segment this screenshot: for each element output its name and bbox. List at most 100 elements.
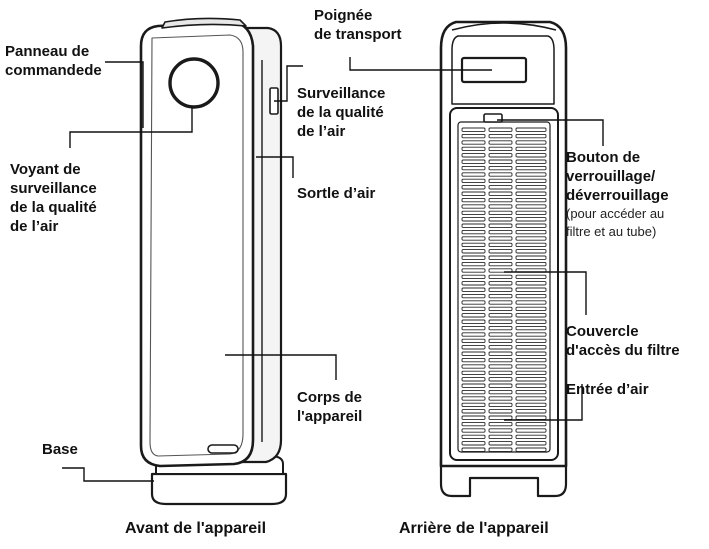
grille-slot [461, 236, 486, 241]
grille-slot [461, 306, 486, 312]
leader-base [62, 467, 154, 482]
grille-slot [515, 345, 547, 350]
grille-slot [488, 185, 513, 190]
grille-slot [488, 370, 513, 376]
grille-slot [461, 332, 486, 337]
grille-slot [515, 325, 547, 331]
grille-slot [515, 428, 547, 433]
grille-slot [515, 178, 547, 184]
grille-slot [488, 191, 513, 196]
grille-slot [461, 261, 486, 267]
grille-slot [488, 441, 513, 446]
leader-aq-indicator [69, 107, 193, 148]
label-control-panel: Panneau de commandede [5, 43, 102, 79]
grille-slot [488, 146, 513, 152]
grille-slot [488, 281, 513, 286]
grille-slot [461, 313, 486, 318]
grille-slot [515, 402, 547, 408]
grille-slot [515, 261, 547, 267]
grille-slot [488, 434, 513, 440]
filter-grille [461, 127, 547, 452]
grille-slot [461, 415, 486, 420]
grille-slot [515, 165, 547, 171]
grille-slot [515, 236, 547, 241]
grille-slot [461, 223, 486, 228]
grille-slot [461, 242, 486, 248]
grille-slot [461, 274, 486, 280]
grille-slot [488, 428, 513, 433]
leader-air-outlet [256, 156, 294, 178]
grille-slot [515, 197, 547, 203]
leader-aq-sensor [274, 65, 303, 102]
grille-slot [488, 255, 513, 260]
grille-slot [461, 357, 486, 363]
grille-slot [461, 447, 486, 452]
leader-lock-button [497, 119, 604, 146]
grille-slot [488, 306, 513, 312]
grille-slot [461, 428, 486, 433]
grille-slot [515, 319, 547, 324]
label-lock-note-1: (pour accéder au [566, 206, 665, 221]
grille-slot [461, 249, 486, 254]
grille-slot [488, 217, 513, 222]
grille-slot [515, 191, 547, 196]
grille-slot [461, 338, 486, 344]
grille-slot [515, 242, 547, 248]
grille-slot [461, 389, 486, 395]
grille-slot [515, 127, 547, 132]
grille-slot [461, 140, 486, 145]
label-base: Base [42, 441, 78, 458]
grille-slot [488, 165, 513, 171]
grille-slot [488, 377, 513, 382]
filter-cover [449, 107, 559, 461]
caption-back: Arrière de l'appareil [399, 520, 549, 537]
grille-slot [461, 191, 486, 196]
grille-slot [461, 210, 486, 216]
grille-slot [515, 172, 547, 177]
grille-slot [461, 351, 486, 356]
grille-slot [515, 313, 547, 318]
grille-slot [488, 300, 513, 305]
label-handle: Poignée de transport [314, 7, 402, 43]
grille-slot [461, 293, 486, 299]
grille-slot [461, 217, 486, 222]
grille-slot [461, 204, 486, 209]
grille-slot [461, 185, 486, 190]
grille-slot [461, 345, 486, 350]
leader-air-inlet [504, 384, 583, 421]
grille-slot [488, 133, 513, 139]
grille-slot [461, 402, 486, 408]
grille-slot [515, 338, 547, 344]
grille-slot [488, 447, 513, 452]
label-body: Corps de l'appareil [297, 389, 363, 425]
grille-slot [461, 383, 486, 388]
grille-slot [488, 415, 513, 420]
grille-slot [515, 421, 547, 427]
grille-slot [461, 300, 486, 305]
grille-slot [461, 319, 486, 324]
grille-slot [488, 325, 513, 331]
front-leader-lines [62, 61, 337, 482]
grille-slot [488, 249, 513, 254]
grille-slot [461, 153, 486, 158]
grille-slot [515, 287, 547, 292]
front-unit [139, 17, 288, 506]
grille-slot [488, 159, 513, 164]
label-air-outlet: Sortle d’air [297, 185, 376, 202]
grille-slot [488, 357, 513, 363]
grille-slot [488, 223, 513, 228]
grille-slot [515, 210, 547, 216]
grille-slot [515, 396, 547, 401]
grille-slot [461, 441, 486, 446]
grille-slot [461, 146, 486, 152]
grille-slot [488, 351, 513, 356]
grille-slot [515, 133, 547, 139]
grille-slot [488, 338, 513, 344]
grille-slot [515, 441, 547, 446]
grille-slot [515, 274, 547, 280]
grille-slot [488, 332, 513, 337]
leader-body [225, 354, 337, 380]
label-lock-button: Bouton de verrouillage/ déverrouillage (… [566, 149, 669, 239]
grille-slot [461, 434, 486, 440]
